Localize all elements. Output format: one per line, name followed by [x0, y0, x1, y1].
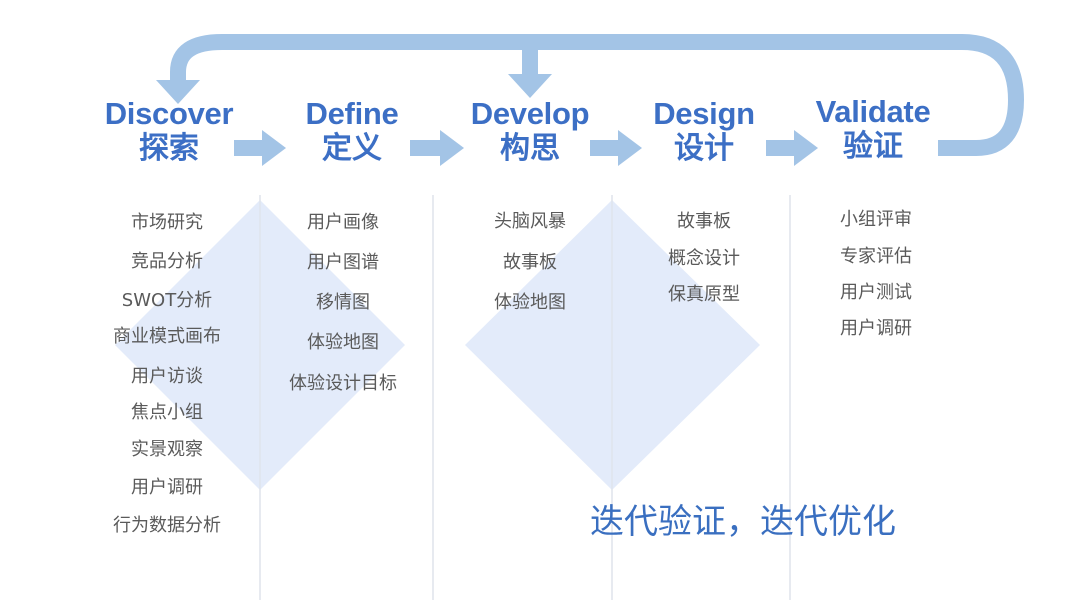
- feedback-loop-arrow: [170, 34, 1024, 156]
- stage-title-zh: 验证: [843, 129, 903, 164]
- stage-validate: Validate 验证: [800, 96, 946, 162]
- list-item: 体验设计目标: [289, 373, 397, 394]
- method-list-validate: 小组评审 专家评估 用户测试 用户调研: [806, 205, 946, 345]
- forward-arrow-2: [410, 130, 464, 166]
- stage-title-en: Design: [653, 96, 755, 131]
- list-item: 故事板: [503, 252, 557, 273]
- loop-arrowhead-discover: [156, 80, 200, 104]
- list-item: 移情图: [316, 292, 370, 313]
- list-item: 用户图谱: [307, 252, 379, 273]
- list-item: 实景观察: [131, 439, 203, 460]
- list-item: 用户测试: [840, 282, 912, 303]
- list-item: 用户访谈: [131, 366, 203, 387]
- forward-arrow-3: [590, 130, 642, 166]
- loop-arrowhead-develop: [508, 74, 552, 98]
- stage-define: Define 定义: [292, 98, 412, 164]
- method-list-define: 用户画像 用户图谱 移情图 体验地图 体验设计目标: [268, 208, 418, 408]
- stage-title-en: Develop: [470, 96, 590, 131]
- list-item: 竞品分析: [131, 251, 203, 272]
- stage-title-zh: 设计: [674, 131, 734, 166]
- tagline: 迭代验证，迭代优化: [590, 502, 896, 542]
- stage-develop: Develop 构思: [460, 98, 600, 164]
- method-list-discover: 市场研究 竞品分析 SWOT分析 商业模式画布 用户访谈 焦点小组 实景观察 用…: [92, 208, 242, 538]
- stage-title-en: Validate: [815, 94, 931, 129]
- method-list-design: 故事板 概念设计 保真原型: [634, 207, 774, 317]
- stage-design: Design 设计: [643, 98, 765, 164]
- list-item: 用户调研: [840, 318, 912, 339]
- list-item: 概念设计: [668, 248, 740, 269]
- stage-title-zh: 构思: [500, 131, 560, 166]
- list-item: 行为数据分析: [113, 515, 221, 536]
- method-list-develop: 头脑风暴 故事板 体验地图: [460, 207, 600, 317]
- forward-arrow-4: [766, 130, 818, 166]
- list-item: 商业模式画布: [113, 326, 221, 347]
- list-item: 体验地图: [494, 292, 566, 313]
- forward-arrow-1: [234, 130, 286, 166]
- list-item: 用户画像: [307, 212, 379, 233]
- stage-title-en: Discover: [104, 96, 234, 131]
- stage-title-zh: 探索: [139, 131, 199, 166]
- stage-discover: Discover 探索: [96, 98, 242, 164]
- stage-title-zh: 定义: [322, 131, 382, 166]
- list-item: 焦点小组: [131, 402, 203, 423]
- list-item: 用户调研: [131, 477, 203, 498]
- list-item: SWOT分析: [121, 290, 213, 311]
- list-item: 市场研究: [131, 212, 203, 233]
- stage-title-en: Define: [305, 96, 399, 131]
- list-item: 专家评估: [840, 246, 912, 267]
- list-item: 保真原型: [668, 284, 740, 305]
- list-item: 小组评审: [840, 209, 912, 230]
- list-item: 体验地图: [307, 332, 379, 353]
- list-item: 头脑风暴: [494, 211, 566, 232]
- list-item: 故事板: [677, 211, 731, 232]
